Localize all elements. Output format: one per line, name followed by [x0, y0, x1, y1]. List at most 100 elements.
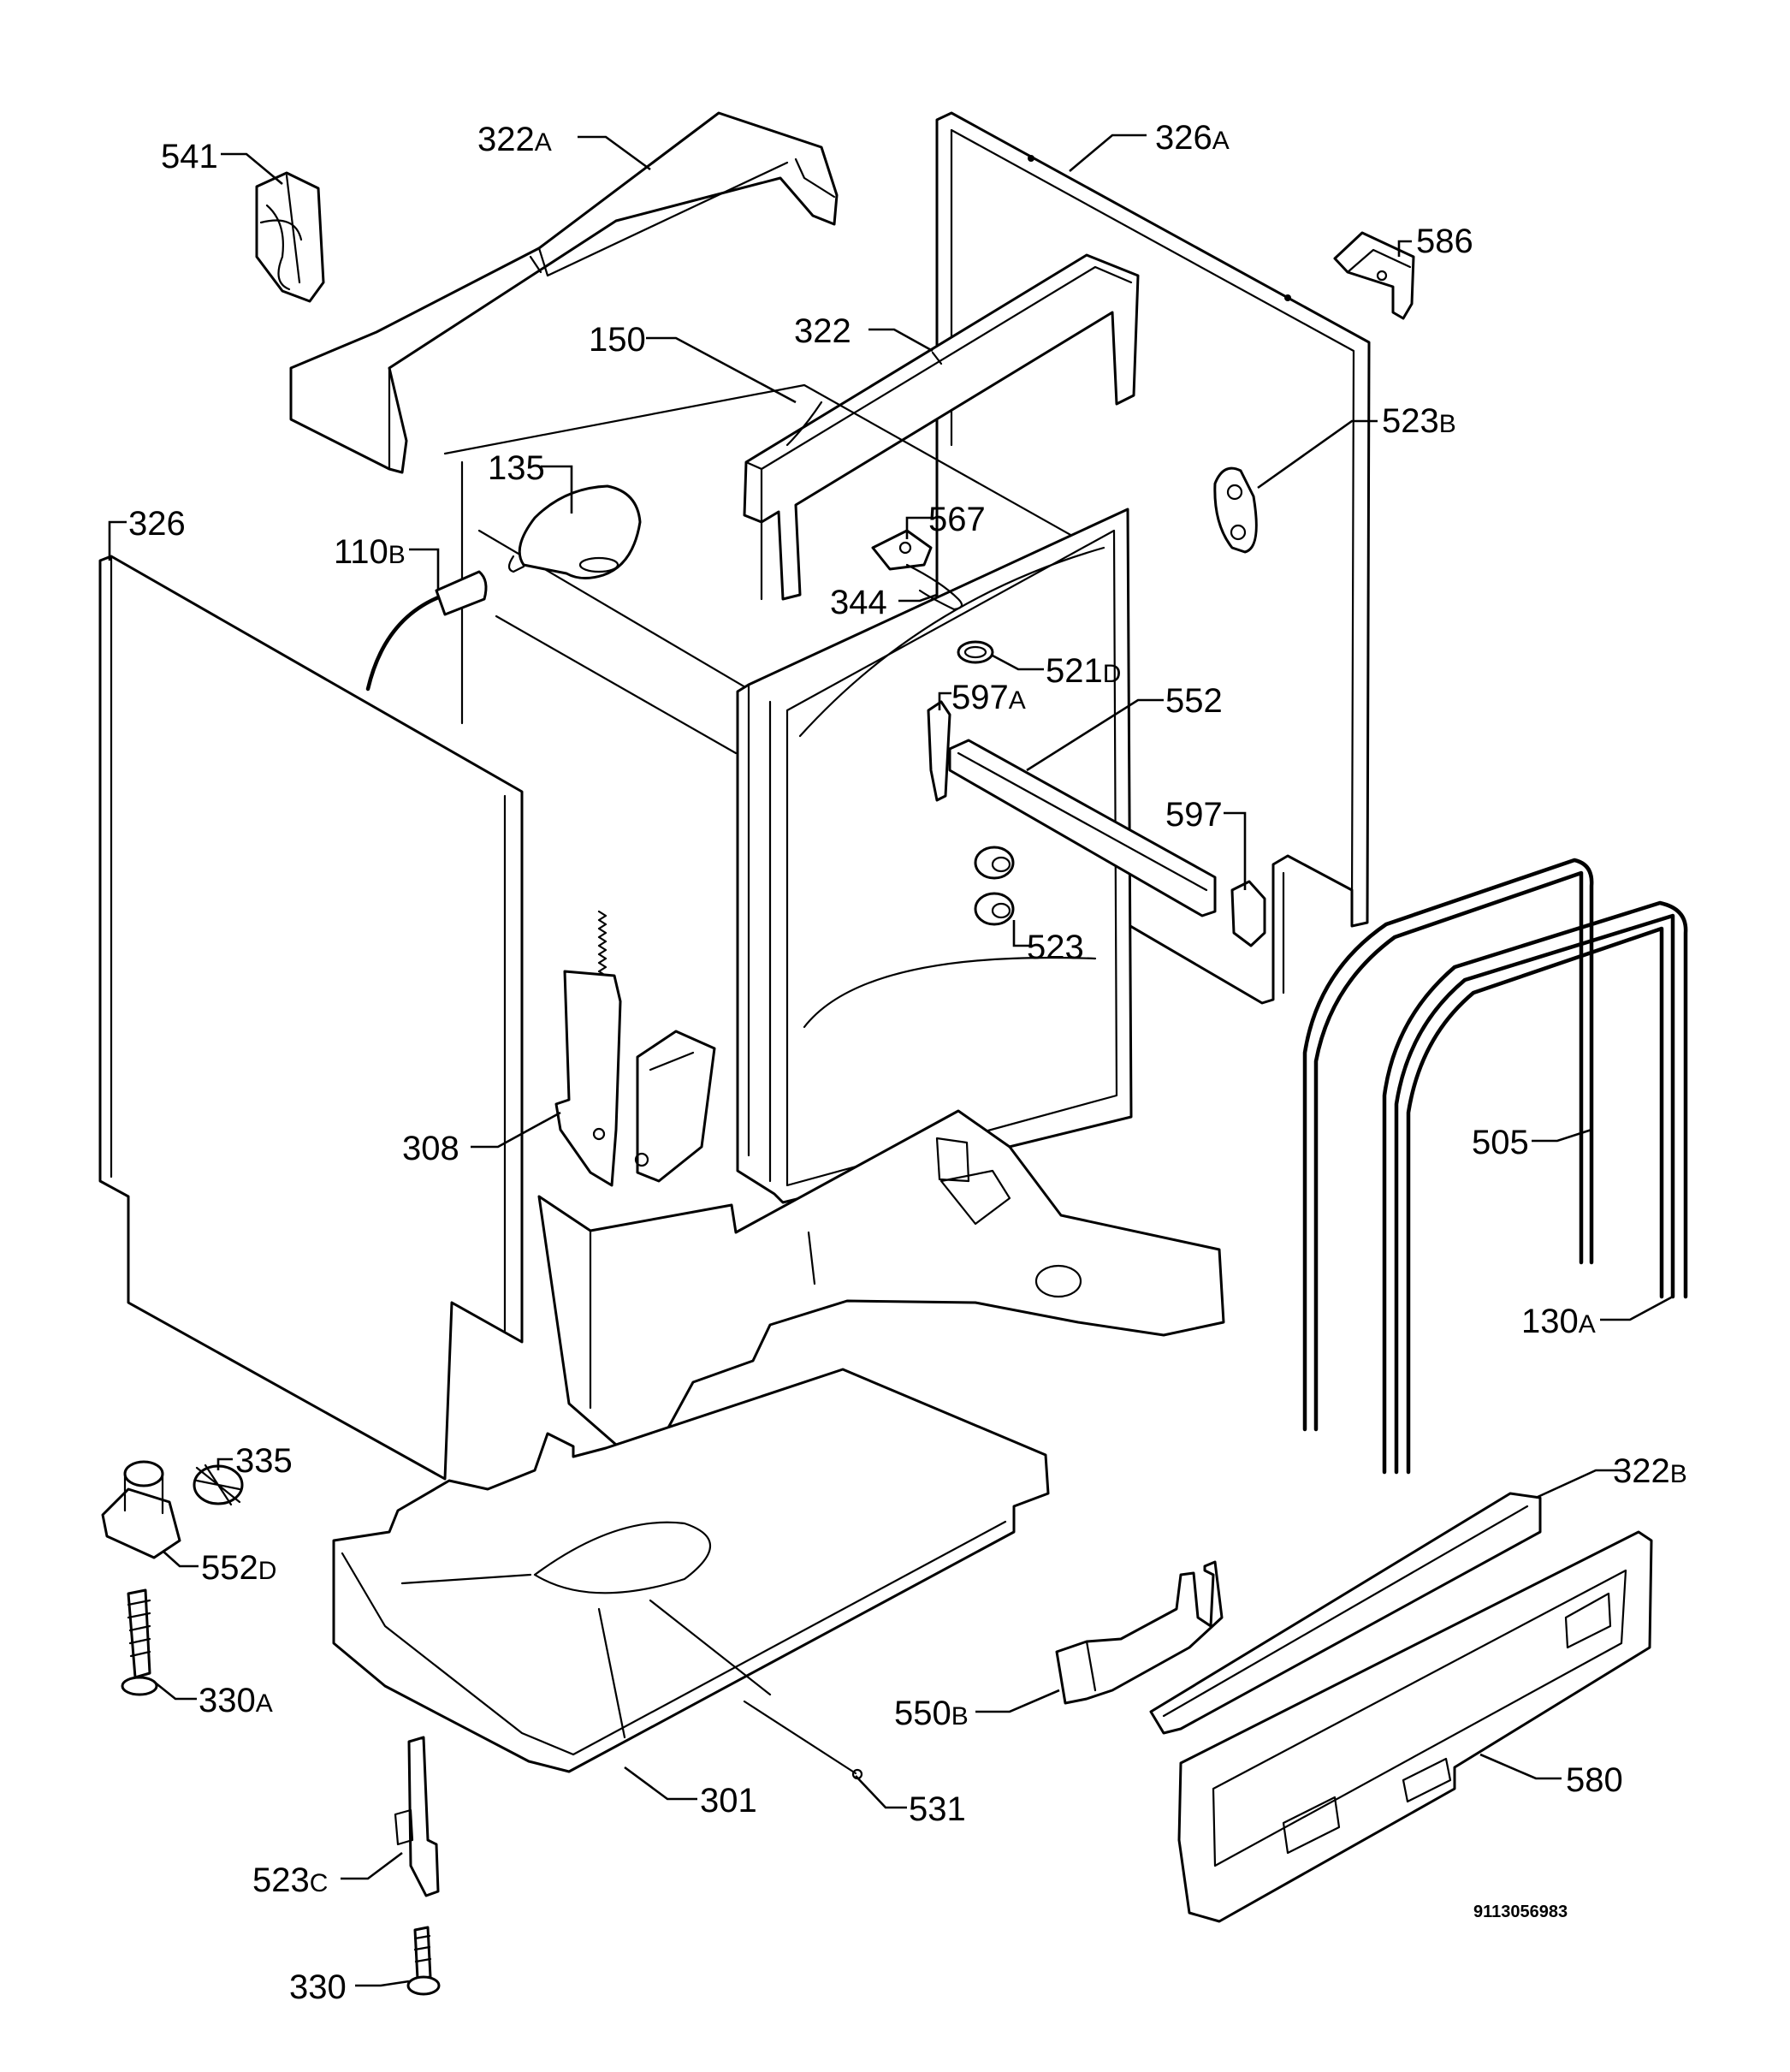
label-326A-suffix: A	[1212, 127, 1230, 155]
part-drawing-322	[743, 253, 1140, 601]
label-322: 322	[794, 312, 851, 350]
label-597A-suffix: A	[1009, 686, 1026, 715]
label-322B-number: 322	[1613, 1452, 1670, 1490]
label-308-number: 308	[402, 1130, 459, 1167]
label-523B-number: 523	[1382, 402, 1439, 440]
label-550B: 550B	[894, 1695, 969, 1732]
part-drawing-335	[193, 1463, 244, 1506]
label-135: 135	[488, 449, 545, 487]
label-552: 552	[1165, 682, 1223, 720]
part-drawing-550B	[1055, 1560, 1224, 1705]
label-330A: 330A	[199, 1682, 273, 1719]
part-drawing-541	[255, 171, 325, 303]
label-552D-number: 552	[201, 1549, 258, 1587]
part-drawing-322B	[1149, 1492, 1542, 1735]
label-344-number: 344	[830, 584, 887, 621]
label-586-number: 586	[1416, 223, 1473, 260]
label-326A: 326A	[1155, 119, 1230, 157]
part-drawing-597	[1230, 880, 1266, 947]
part-drawing-597A	[927, 700, 951, 802]
label-505: 505	[1472, 1124, 1529, 1161]
label-531: 531	[909, 1790, 966, 1828]
part-drawing-567	[871, 529, 933, 571]
part-drawing-326	[98, 555, 524, 1481]
label-541-number: 541	[161, 138, 218, 175]
label-586: 586	[1416, 223, 1473, 260]
label-150: 150	[589, 321, 646, 359]
label-322A-number: 322	[477, 121, 535, 158]
label-110B-suffix: B	[388, 541, 406, 569]
label-523-number: 523	[1027, 929, 1084, 966]
part-drawing-505	[1302, 858, 1594, 1432]
label-130A-suffix: A	[1579, 1310, 1596, 1339]
label-130A-number: 130	[1521, 1303, 1579, 1340]
label-326-number: 326	[128, 505, 186, 543]
label-597A: 597A	[951, 679, 1026, 716]
leader-lines	[108, 134, 1674, 1987]
part-drawing-322A	[289, 111, 839, 474]
label-330A-number: 330	[199, 1682, 256, 1719]
label-505-number: 505	[1472, 1124, 1529, 1161]
label-330A-suffix: A	[256, 1689, 273, 1718]
label-597A-number: 597	[951, 679, 1009, 716]
part-drawing-580	[1177, 1530, 1653, 1923]
label-110B: 110B	[334, 533, 406, 571]
label-523C-number: 523	[252, 1861, 310, 1899]
part-drawing-521D	[957, 640, 994, 664]
label-326A-number: 326	[1155, 119, 1212, 157]
part-drawing-110B	[365, 570, 488, 692]
label-521D-number: 521	[1046, 652, 1103, 690]
label-322B: 322B	[1613, 1452, 1687, 1490]
part-drawing-344	[905, 563, 963, 611]
label-523: 523	[1027, 929, 1084, 966]
document-number: 9113056983	[1473, 1903, 1568, 1921]
label-550B-suffix: B	[951, 1702, 969, 1731]
label-580: 580	[1566, 1761, 1623, 1799]
label-523C-suffix: C	[310, 1869, 329, 1897]
part-drawing-523	[974, 846, 1015, 926]
label-330-number: 330	[289, 1968, 347, 2006]
part-drawing-330	[406, 1926, 441, 1996]
label-322-number: 322	[794, 312, 851, 350]
label-301: 301	[700, 1782, 757, 1820]
part-drawing-552	[948, 739, 1217, 917]
label-110B-number: 110	[334, 533, 388, 571]
label-335-number: 335	[235, 1442, 293, 1480]
label-301-number: 301	[700, 1782, 757, 1820]
label-521D: 521D	[1046, 652, 1121, 690]
part-labels: 541 322A 326A 586 150 322 523B 135 567 3…	[128, 119, 1687, 2006]
label-523B-suffix: B	[1439, 410, 1456, 438]
part-drawing-330A	[121, 1588, 158, 1696]
label-552-number: 552	[1165, 682, 1223, 720]
label-567: 567	[928, 501, 986, 538]
part-drawing-308	[554, 910, 716, 1187]
part-drawing-135	[507, 484, 642, 579]
label-521D-suffix: D	[1103, 660, 1122, 688]
label-326: 326	[128, 505, 186, 543]
label-523C: 523C	[252, 1861, 328, 1899]
part-drawing-301	[332, 1368, 1050, 1773]
part-drawing-586	[1333, 231, 1415, 320]
label-322A-suffix: A	[535, 128, 552, 157]
part-drawing-523B	[1213, 466, 1258, 554]
label-552D-suffix: D	[258, 1557, 277, 1585]
label-550B-number: 550	[894, 1695, 951, 1732]
label-597-number: 597	[1165, 796, 1223, 834]
label-308: 308	[402, 1130, 459, 1167]
part-drawing-552D	[101, 1460, 181, 1559]
label-335: 335	[235, 1442, 293, 1480]
label-597: 597	[1165, 796, 1223, 834]
label-580-number: 580	[1566, 1761, 1623, 1799]
part-drawing-531	[743, 1700, 863, 1780]
part-drawing-523C	[394, 1736, 440, 1897]
label-130A: 130A	[1521, 1303, 1596, 1340]
label-523B: 523B	[1382, 402, 1456, 440]
label-531-number: 531	[909, 1790, 966, 1828]
part-drawing-tub-door-frame	[736, 508, 1133, 1204]
label-330: 330	[289, 1968, 347, 2006]
label-322B-suffix: B	[1670, 1460, 1687, 1488]
label-567-number: 567	[928, 501, 986, 538]
label-322A: 322A	[477, 121, 552, 158]
label-541: 541	[161, 138, 218, 175]
